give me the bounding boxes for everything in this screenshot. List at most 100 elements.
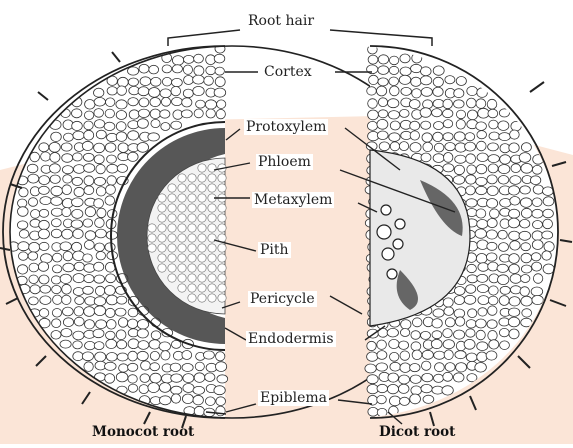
cell — [39, 143, 49, 152]
cell — [205, 100, 216, 109]
cell — [521, 163, 533, 173]
cell — [63, 175, 72, 183]
pith-cell — [148, 224, 156, 232]
cell — [85, 207, 95, 217]
pith-cell — [188, 244, 196, 252]
cell — [128, 78, 138, 86]
cell — [128, 339, 139, 349]
cell — [128, 152, 139, 161]
cell — [161, 123, 170, 131]
cell — [409, 100, 420, 109]
cell — [137, 351, 148, 360]
pith-cell — [178, 244, 186, 252]
cell — [486, 351, 497, 360]
cell — [141, 361, 151, 370]
cell — [19, 188, 28, 197]
cell — [456, 110, 465, 119]
cell — [477, 342, 488, 351]
cell — [60, 340, 71, 348]
cell — [400, 329, 409, 337]
cell — [488, 296, 498, 305]
pith-cell — [178, 194, 186, 202]
cell — [543, 197, 554, 206]
cell — [400, 67, 411, 76]
cell — [434, 374, 444, 382]
cell — [432, 109, 442, 117]
cell — [410, 131, 419, 140]
cell — [455, 317, 464, 326]
cell — [542, 251, 551, 260]
pith-cell — [218, 224, 226, 232]
cell — [508, 218, 519, 228]
cell — [183, 374, 194, 383]
cell — [467, 275, 478, 283]
cell — [423, 100, 433, 109]
cell — [410, 394, 421, 404]
cell — [421, 153, 431, 162]
cell — [116, 132, 127, 142]
cell — [487, 99, 497, 109]
cell — [511, 164, 521, 173]
cell — [84, 275, 94, 283]
pith-cell — [188, 214, 196, 222]
cell — [128, 67, 139, 75]
cell — [521, 208, 532, 218]
cell — [216, 397, 226, 406]
cell — [379, 142, 389, 151]
cell — [62, 166, 73, 174]
cell — [150, 373, 161, 383]
cell — [73, 288, 84, 296]
cell — [509, 254, 520, 264]
cell — [116, 100, 127, 109]
cell — [389, 66, 398, 74]
pith-cell — [188, 234, 196, 242]
cell — [117, 164, 127, 172]
cell — [509, 264, 520, 273]
cell — [38, 262, 48, 271]
cell — [376, 363, 387, 371]
cell — [172, 78, 183, 86]
pith-cell — [198, 164, 206, 172]
cell — [368, 110, 379, 120]
cell — [368, 55, 378, 64]
label-cortex: Cortex — [262, 64, 314, 80]
cell — [445, 318, 455, 327]
cell — [150, 98, 161, 107]
cell — [105, 109, 114, 118]
cell — [84, 307, 95, 317]
cell — [532, 209, 543, 218]
cell — [478, 296, 489, 305]
cell — [73, 331, 84, 340]
pith-cell — [168, 184, 176, 192]
cell — [40, 197, 51, 205]
cell — [73, 341, 83, 349]
cell — [510, 241, 520, 250]
cell — [51, 208, 62, 216]
cell — [476, 177, 487, 185]
cell — [411, 386, 422, 395]
cell — [455, 351, 466, 359]
cell — [475, 229, 486, 238]
pith-cell — [168, 254, 176, 262]
cell — [508, 186, 519, 195]
cell — [94, 306, 105, 316]
cell — [499, 109, 509, 117]
cell — [138, 341, 149, 350]
cell — [510, 274, 521, 283]
cell — [83, 153, 94, 161]
cell — [106, 274, 116, 283]
label-pericycle: Pericycle — [248, 291, 317, 307]
cell — [107, 164, 118, 173]
cell — [52, 285, 62, 293]
pith-cell — [188, 174, 196, 182]
pith-cell — [198, 264, 206, 272]
cell — [532, 165, 542, 174]
cell — [97, 208, 106, 218]
cell — [399, 142, 408, 151]
cell — [193, 386, 205, 394]
cell — [96, 164, 105, 173]
cell — [532, 198, 542, 207]
cell — [73, 352, 83, 361]
cell — [412, 53, 422, 63]
cell — [182, 394, 193, 404]
